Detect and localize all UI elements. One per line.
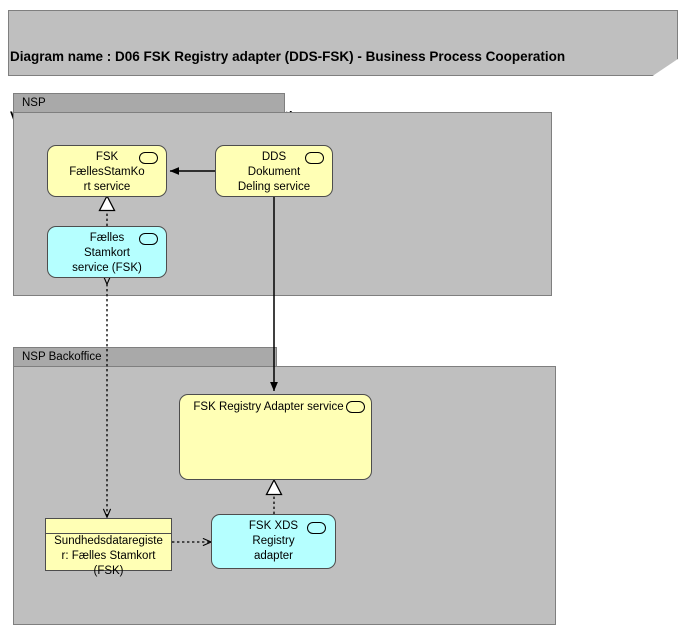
- node-label-fsk-faellesstamkort-service: FSK FællesStamKo rt service: [69, 151, 145, 193]
- node-fsk-faellesstamkort-service[interactable]: FSK FællesStamKo rt service: [47, 145, 167, 197]
- business-object-divider: [46, 533, 171, 534]
- node-label-dds-dokument-deling-service: DDS Dokument Deling service: [237, 151, 311, 193]
- node-faelles-stamkort-service-fsk[interactable]: Fælles Stamkort service (FSK): [47, 226, 167, 278]
- business-service-icon: [307, 522, 326, 534]
- node-sundhedsdataregister-faelles-stamkort[interactable]: Sundhedsdataregiste r: Fælles Stamkort (…: [45, 518, 172, 577]
- business-service-icon: [305, 152, 324, 164]
- business-service-icon: [346, 401, 365, 413]
- business-service-icon: [139, 152, 158, 164]
- node-dds-dokument-deling-service[interactable]: DDS Dokument Deling service: [215, 145, 333, 197]
- diagram-header-note: [8, 10, 678, 76]
- group-header-nsp-backoffice[interactable]: NSP Backoffice: [13, 347, 277, 367]
- node-label-fsk-registry-adapter-service: FSK Registry Adapter service: [193, 401, 344, 413]
- diagram-name-line: Diagram name : D06 FSK Registry adapter …: [10, 49, 566, 64]
- node-label-sundhedsdataregister-faelles-stamkort: Sundhedsdataregiste r: Fælles Stamkort (…: [54, 535, 163, 577]
- node-fsk-xds-registry-adapter[interactable]: FSK XDS Registry adapter: [211, 514, 336, 569]
- group-header-nsp[interactable]: NSP: [13, 93, 285, 113]
- business-service-icon: [139, 233, 158, 245]
- node-fsk-registry-adapter-service[interactable]: FSK Registry Adapter service: [179, 394, 372, 480]
- node-label-fsk-xds-registry-adapter: FSK XDS Registry adapter: [248, 520, 299, 562]
- node-label-faelles-stamkort-service-fsk: Fælles Stamkort service (FSK): [72, 232, 142, 274]
